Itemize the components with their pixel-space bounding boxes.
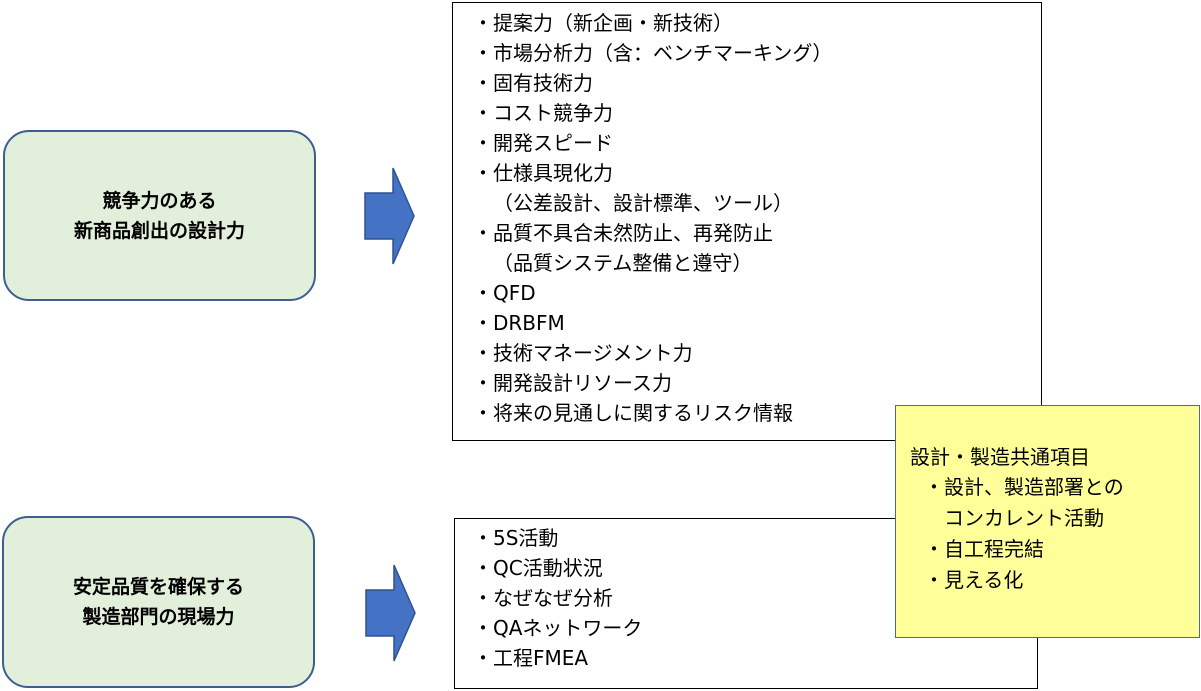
manufacturing-items-list: ・5S活動 ・QC活動状況 ・なぜなぜ分析 ・QAネットワーク ・工程FMEA (454, 518, 1038, 689)
mfg-box-line2: 製造部門の現場力 (82, 606, 235, 628)
list-item: ・開発設計リソース力 (473, 371, 672, 395)
design-box-line1: 競争力のある (102, 189, 217, 212)
common-items-note: 設計・製造共通項目 ・設計、製造部署との コンカレント活動 ・自工程完結 ・見え… (895, 405, 1200, 638)
list-item: ・5S活動 (473, 526, 559, 550)
common-items-title: 設計・製造共通項目 (910, 445, 1090, 469)
list-item-continuation: コンカレント活動 (944, 506, 1104, 530)
list-item: ・開発スピード (473, 131, 613, 155)
list-item: ・技術マネージメント力 (473, 341, 693, 365)
list-item: ・市場分析力（含：ベンチマーキング） (473, 41, 833, 65)
list-item: ・DRBFM (473, 311, 565, 335)
right-arrow-icon (365, 564, 416, 662)
list-item: ・将来の見通しに関するリスク情報 (473, 401, 793, 425)
manufacturing-capability-box: 安定品質を確保する 製造部門の現場力 (2, 516, 315, 688)
list-item: ・設計、製造部署との (924, 475, 1124, 499)
list-item: ・品質不具合未然防止、再発防止 (473, 221, 773, 245)
list-item: ・QAネットワーク (473, 616, 643, 640)
design-capability-box: 競争力のある 新商品創出の設計力 (3, 130, 316, 301)
list-item-continuation: （公差設計、設計標準、ツール） (493, 191, 793, 215)
list-item: ・見える化 (924, 568, 1024, 592)
list-item: ・自工程完結 (924, 537, 1044, 561)
design-box-line2: 新商品創出の設計力 (73, 219, 245, 242)
list-item: ・工程FMEA (473, 646, 589, 670)
list-item: ・なぜなぜ分析 (473, 586, 613, 610)
list-item: ・仕様具現化力 (473, 161, 613, 185)
list-item: ・提案力（新企画・新技術） (473, 11, 733, 35)
design-items-list: ・提案力（新企画・新技術） ・市場分析力（含：ベンチマーキング） ・固有技術力 … (452, 2, 1042, 441)
list-item: ・QC活動状況 (473, 556, 603, 580)
list-item: ・固有技術力 (473, 71, 593, 95)
mfg-box-line1: 安定品質を確保する (72, 576, 244, 598)
list-item: ・コスト競争力 (473, 101, 613, 125)
list-item: ・QFD (473, 281, 536, 305)
list-item-continuation: （品質システム整備と遵守） (493, 251, 753, 275)
right-arrow-icon (364, 167, 415, 265)
